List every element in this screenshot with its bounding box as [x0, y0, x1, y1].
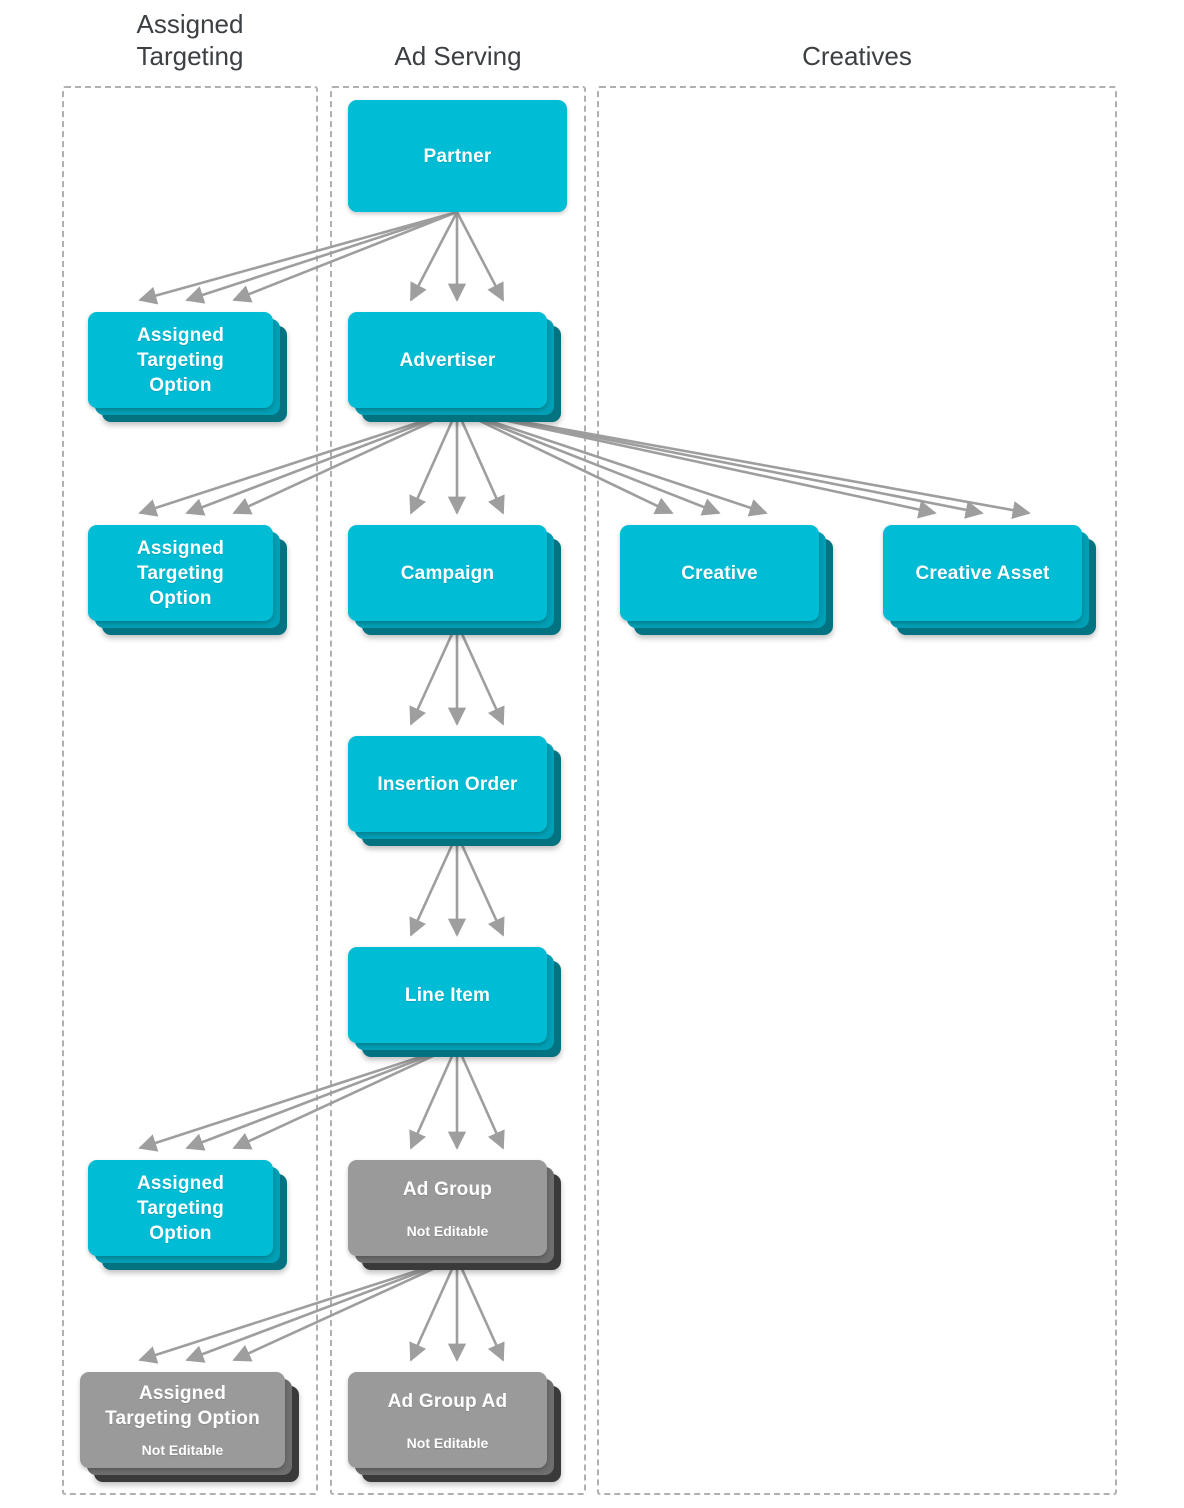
node-title: Assigned Targeting Option: [136, 1172, 225, 1244]
edge-advertiser-creative-asset: [456, 408, 984, 519]
edge-line-item-ato: [185, 1043, 458, 1151]
node-card: Assigned Targeting Option Not Editable: [80, 1372, 285, 1468]
node-card: Campaign: [348, 525, 547, 621]
node-card: Ad Group Ad Not Editable: [348, 1372, 547, 1468]
node-assigned-targeting-option-advertiser[interactable]: Assigned Targeting Option: [88, 525, 287, 635]
edge-advertiser-ato: [232, 408, 458, 515]
node-subtitle-not-editable: Not Editable: [141, 1442, 224, 1458]
node-title: Creative Asset: [915, 562, 1050, 584]
edge-line-item-ato: [232, 1043, 458, 1150]
node-assigned-targeting-option-ad-group[interactable]: Assigned Targeting Option Not Editable: [80, 1372, 299, 1482]
node-assigned-targeting-option-partner[interactable]: Assigned Targeting Option: [88, 312, 287, 422]
node-card: Creative: [620, 525, 819, 621]
node-title: Advertiser: [399, 349, 496, 371]
edge-advertiser-creative: [456, 408, 721, 516]
edge-line-item-ad-group: [409, 1044, 459, 1150]
node-title: Partner: [423, 145, 492, 167]
node-title: Assigned Targeting Option: [136, 537, 225, 609]
node-card: Assigned Targeting Option: [88, 312, 273, 408]
node-creative-asset[interactable]: Creative Asset: [883, 525, 1096, 635]
edge-advertiser-creative-asset: [456, 408, 1031, 520]
node-card: Creative Asset: [883, 525, 1082, 621]
node-title: Creative: [681, 562, 758, 584]
edge-campaign-insertion-order: [455, 622, 505, 726]
node-line-item[interactable]: Line Item: [348, 947, 561, 1057]
edge-advertiser-creative: [456, 408, 674, 515]
edge-insertion-order-line-item: [455, 833, 505, 937]
edge-ad-group-ato: [185, 1256, 458, 1363]
column-frame-ad-serving: [330, 86, 586, 1495]
edge-ad-group-ad-group-ad: [409, 1257, 459, 1362]
edge-partner-ato: [232, 210, 458, 303]
column-frame-creatives: [597, 86, 1117, 1495]
edge-advertiser-ato: [185, 408, 458, 516]
node-card: Insertion Order: [348, 736, 547, 832]
edge-line-item-ato: [138, 1043, 458, 1152]
node-advertiser[interactable]: Advertiser: [348, 312, 561, 422]
node-title: Assigned Targeting Option: [136, 324, 225, 396]
edge-advertiser-creative: [456, 408, 768, 517]
edge-ad-group-ato: [232, 1256, 458, 1362]
edge-ad-group-ato: [138, 1256, 458, 1364]
node-title: Ad Group Ad: [387, 1390, 508, 1412]
edge-campaign-insertion-order: [409, 622, 459, 726]
column-header-creatives: Creatives: [802, 41, 912, 71]
edge-partner-advertiser: [409, 211, 459, 302]
node-title: Insertion Order: [377, 773, 518, 795]
node-ad-group[interactable]: Ad Group Not Editable: [348, 1160, 561, 1270]
node-card: Ad Group Not Editable: [348, 1160, 547, 1256]
node-subtitle-not-editable: Not Editable: [406, 1222, 489, 1239]
node-title: Assigned Targeting Option: [105, 1383, 260, 1429]
edge-advertiser-ato: [138, 408, 458, 517]
node-card: Advertiser: [348, 312, 547, 408]
node-card: Assigned Targeting Option: [88, 1160, 273, 1256]
node-ad-group-ad[interactable]: Ad Group Ad Not Editable: [348, 1372, 561, 1482]
node-title: Line Item: [404, 984, 491, 1006]
node-card: Assigned Targeting Option: [88, 525, 273, 621]
node-campaign[interactable]: Campaign: [348, 525, 561, 635]
edge-insertion-order-line-item: [409, 833, 459, 937]
edge-partner-advertiser: [455, 211, 505, 302]
node-assigned-targeting-option-line-item[interactable]: Assigned Targeting Option: [88, 1160, 287, 1270]
edge-line-item-ad-group: [455, 1044, 505, 1150]
node-insertion-order[interactable]: Insertion Order: [348, 736, 561, 846]
edge-advertiser-campaign: [409, 409, 459, 515]
edge-advertiser-campaign: [455, 409, 505, 515]
edge-ad-group-ad-group-ad: [455, 1257, 505, 1362]
column-header-assigned-targeting: Assigned Targeting: [136, 9, 244, 71]
node-card: Line Item: [348, 947, 547, 1043]
edge-partner-ato: [138, 210, 458, 305]
node-partner[interactable]: Partner: [348, 100, 567, 212]
node-subtitle-not-editable: Not Editable: [406, 1434, 489, 1451]
column-header-ad-serving: Ad Serving: [394, 41, 522, 71]
node-title: Ad Group: [402, 1178, 493, 1200]
edge-advertiser-creative-asset: [456, 408, 937, 519]
column-frame-assigned-targeting: [62, 86, 318, 1495]
edge-partner-ato: [185, 210, 458, 304]
node-title: Campaign: [400, 562, 495, 584]
node-creative[interactable]: Creative: [620, 525, 833, 635]
node-card: Partner: [348, 100, 567, 212]
